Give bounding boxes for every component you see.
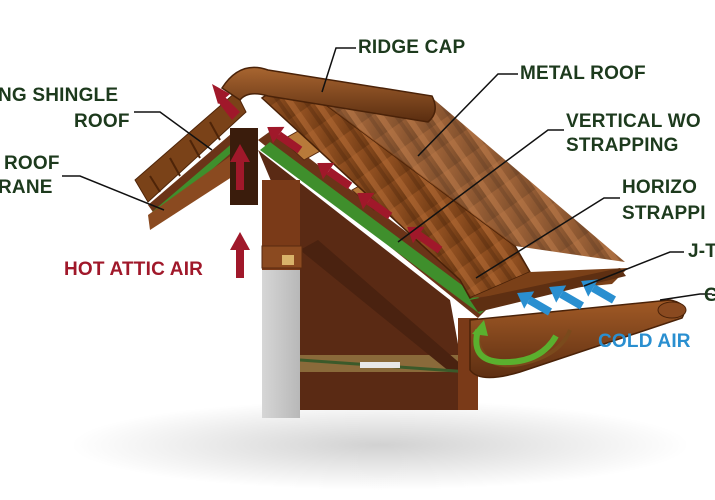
- leader-ridge-cap: [321, 47, 356, 93]
- label-gutter: G: [704, 285, 715, 306]
- j-trim: [470, 268, 626, 312]
- airflow-arc-head: [472, 320, 488, 336]
- label-membrane-line1: ROOF: [4, 153, 60, 174]
- label-metal-roof: METAL ROOF: [520, 63, 646, 84]
- left-shingle-roof: [134, 91, 247, 203]
- hot-air-arrows: [212, 84, 443, 278]
- ridge-cap: [220, 66, 436, 123]
- leader-membrane: [62, 175, 165, 211]
- label-j-trim: J-T: [688, 241, 715, 262]
- cold-air-arrows: [517, 279, 616, 316]
- leader-metal-roof: [417, 73, 518, 157]
- label-horizontal-strapping-line2: STRAPPI: [622, 203, 706, 224]
- airflow-arc: [473, 329, 559, 366]
- gutter-end-cap: [657, 301, 687, 319]
- right-roof-membrane: [260, 142, 490, 314]
- attic-diagonal-brace: [300, 240, 470, 372]
- label-membrane-line2: RANE: [0, 177, 53, 198]
- leader-gutter: [659, 293, 712, 301]
- label-vertical-strapping-line1: VERTICAL WO: [566, 111, 701, 132]
- label-vertical-strapping-line2: STRAPPING: [566, 135, 679, 156]
- leader-jtrim: [583, 251, 684, 287]
- leader-vertical: [397, 129, 564, 243]
- wall-sill-block: [282, 255, 294, 265]
- gutter-inner: [474, 329, 572, 368]
- ground-shadow: [70, 400, 690, 490]
- label-horizontal-strapping-line1: HORIZO: [622, 177, 698, 198]
- concrete-wall: [262, 268, 300, 418]
- left-shingle-lines: [149, 121, 221, 193]
- label-shingle-roof-line2: ROOF: [74, 111, 130, 132]
- leader-lines: [62, 47, 712, 301]
- label-shingle-roof-line1: NG SHINGLE: [0, 85, 119, 106]
- label-ridge-cap: RIDGE CAP: [358, 37, 466, 58]
- leader-shingle: [134, 111, 213, 151]
- metal-roof-far-surface: [290, 78, 625, 262]
- ceiling-light-strip: [360, 362, 400, 368]
- label-cold-air: COLD AIR: [598, 331, 691, 352]
- label-hot-attic-air: HOT ATTIC AIR: [64, 259, 204, 280]
- leader-horizontal: [475, 197, 620, 279]
